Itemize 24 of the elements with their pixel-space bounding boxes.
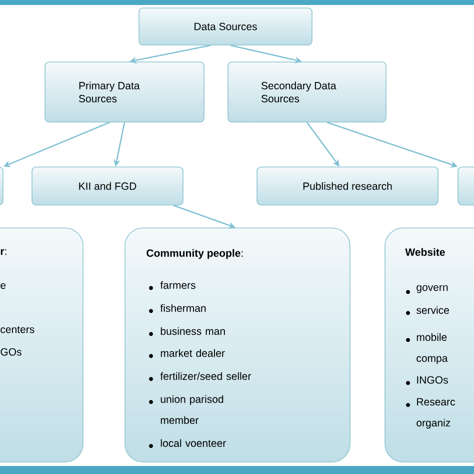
list-item: govern bbox=[416, 285, 448, 294]
list-item: market dealer bbox=[160, 349, 225, 357]
process-box: KII and FGD bbox=[32, 166, 184, 206]
panel-heading: r: bbox=[0, 249, 6, 255]
list-item: service bbox=[416, 306, 449, 314]
panel-heading: Community people: bbox=[146, 249, 243, 259]
list-item: e bbox=[0, 283, 6, 289]
process-box: Primary Data Sources bbox=[44, 62, 204, 122]
list-item: mobile compa bbox=[416, 333, 448, 364]
list-item: INGOs bbox=[417, 376, 448, 384]
process-box: Data Sources bbox=[138, 8, 312, 46]
list-item: fertilizer/seed seller bbox=[160, 372, 252, 380]
list-item: farmers bbox=[160, 281, 196, 289]
process-box: Secondary Data Sources bbox=[228, 62, 386, 122]
list-item: GOs bbox=[0, 348, 22, 356]
list-item: local voenteer bbox=[160, 439, 226, 447]
list-item: Researc organiz bbox=[416, 398, 456, 429]
process-box: Published research bbox=[256, 166, 438, 206]
list-item: centers bbox=[0, 326, 34, 334]
list-item: fisherman bbox=[160, 304, 206, 312]
process-box bbox=[0, 166, 4, 206]
panel-heading: Website bbox=[405, 248, 445, 256]
process-box bbox=[458, 166, 474, 206]
list-item: business man bbox=[160, 327, 225, 335]
